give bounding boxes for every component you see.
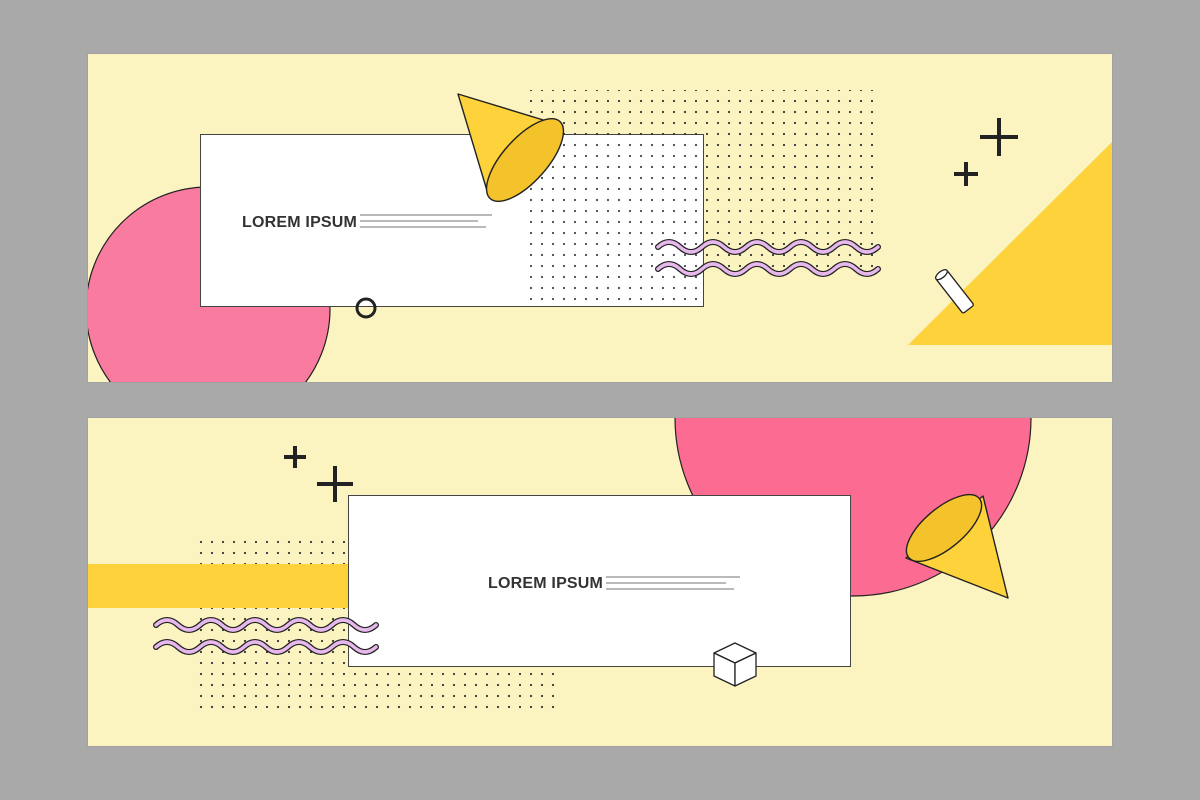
banner-top-title: LOREM IPSUM	[242, 214, 358, 231]
banner-top: LOREM IPSUM	[88, 54, 1112, 382]
banner-bottom-card	[348, 495, 851, 667]
ring-shape	[355, 297, 377, 319]
plus-signs-shape	[954, 118, 1018, 186]
banner-bottom-foreground	[153, 446, 1009, 687]
cone-shape	[905, 493, 1009, 599]
banner-top-text-lines	[360, 214, 492, 232]
cylinder-shape	[934, 269, 974, 314]
banner-bottom-title: LOREM IPSUM	[488, 575, 604, 592]
cube-shape	[713, 642, 757, 687]
banner-top-foreground	[355, 93, 1018, 319]
wavy-lines-shape	[655, 239, 881, 277]
plus-signs-shape	[284, 446, 353, 502]
wavy-lines-shape	[153, 617, 379, 655]
banner-bottom-text-lines	[606, 576, 740, 594]
banner-bottom: LOREM IPSUM	[88, 418, 1112, 746]
cone-shape	[457, 93, 565, 203]
